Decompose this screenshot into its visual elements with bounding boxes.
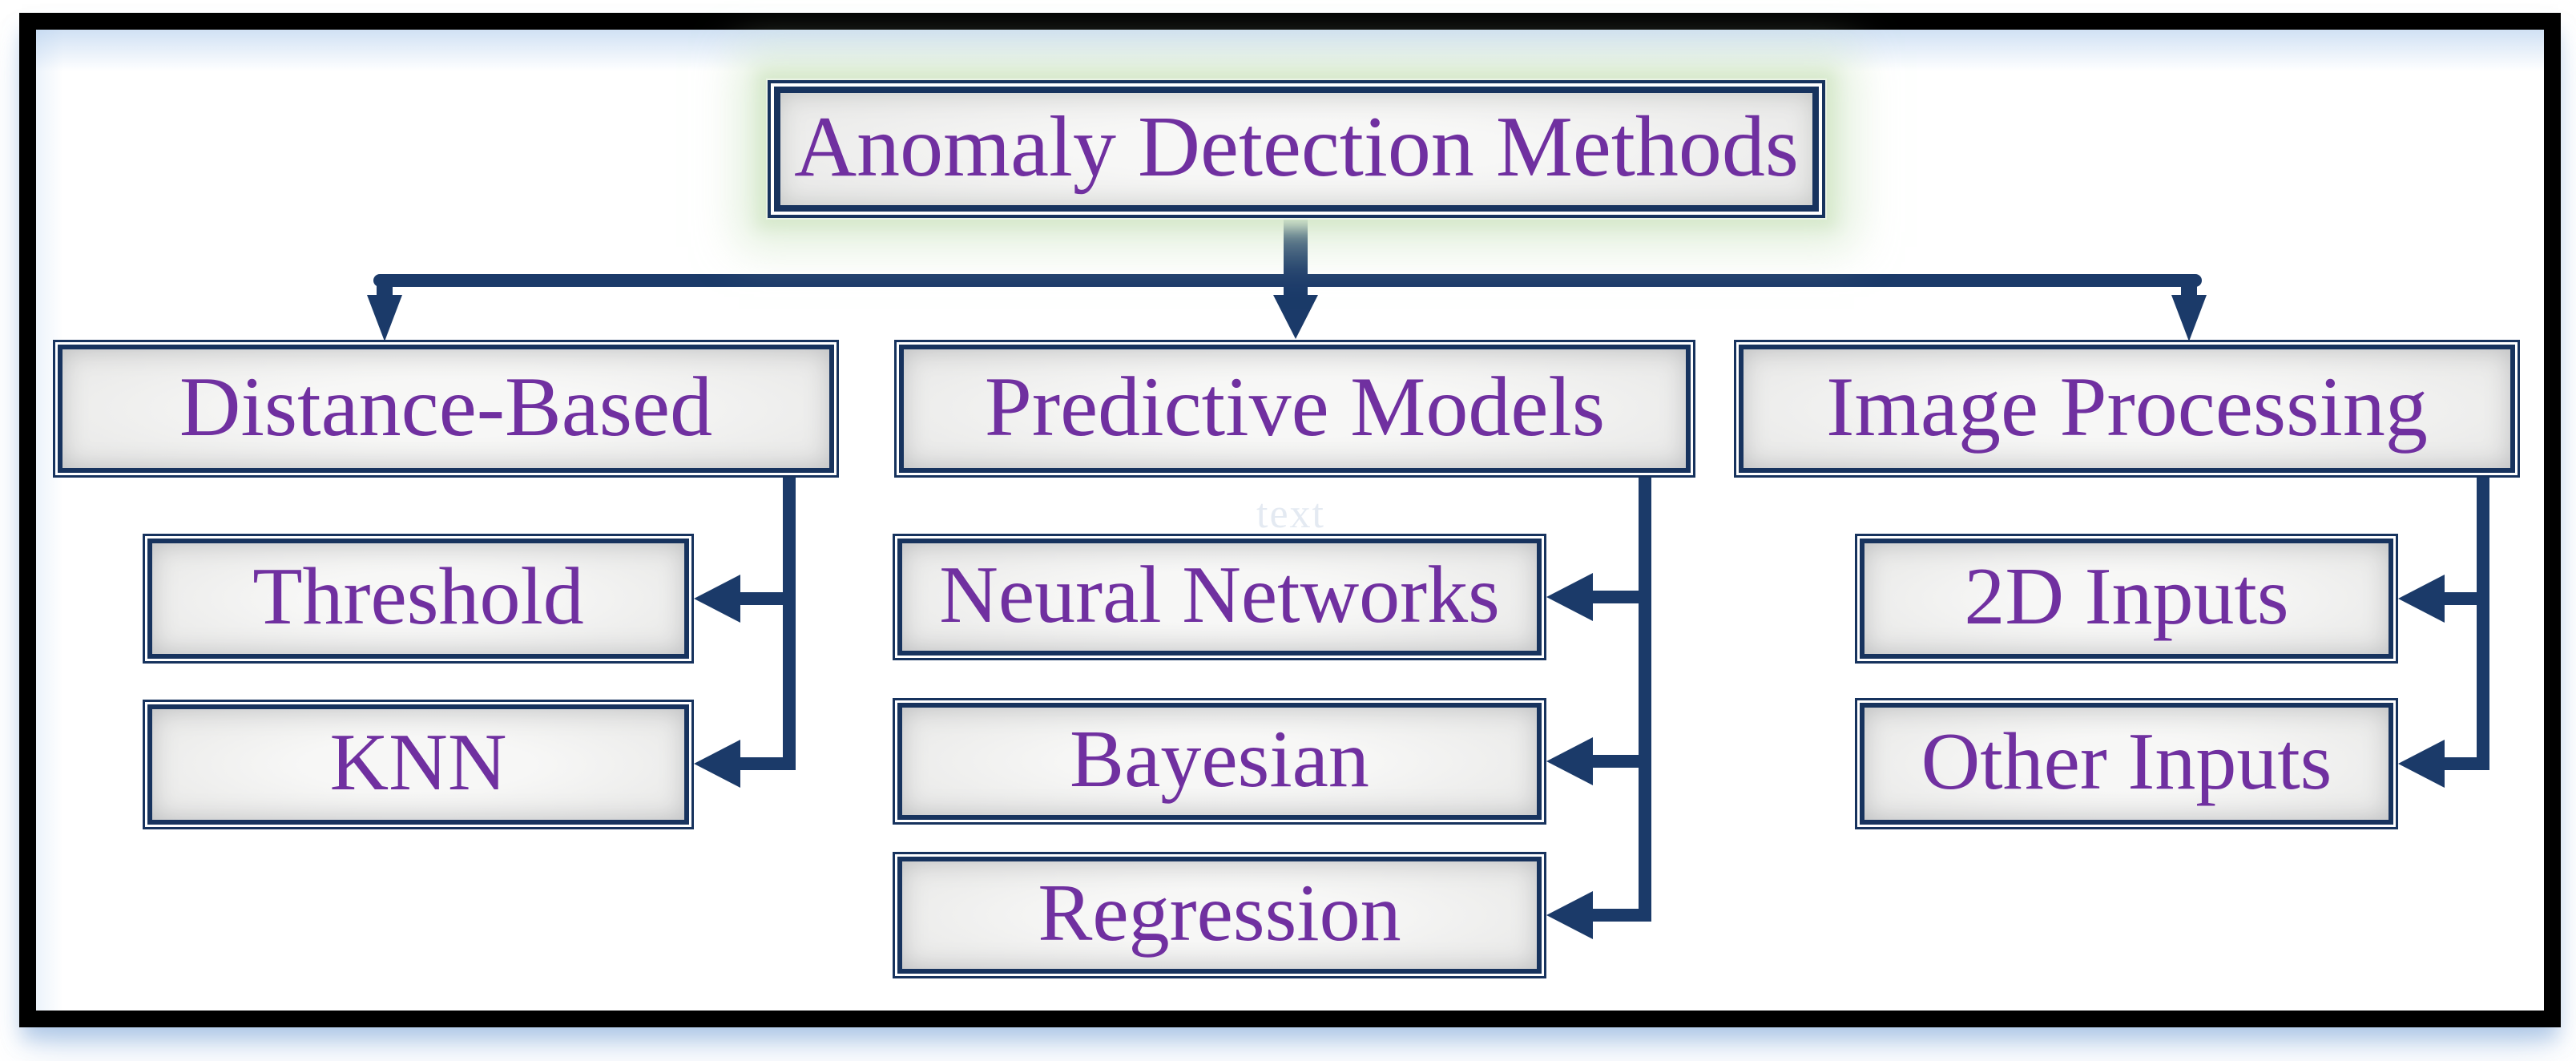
child-node-2d-inputs: 2D Inputs [1855,534,2398,664]
child-node-label: Other Inputs [1921,716,2332,807]
child-node-regression: Regression [893,852,1546,978]
child-node-label: Threshold [252,551,584,642]
child-node-other-inputs: Other Inputs [1855,698,2398,829]
child-node-label: Neural Networks [939,550,1500,640]
branch-node-distance-based: Distance-Based [53,340,839,478]
child-node-knn: KNN [143,700,694,829]
branch-node-label: Distance-Based [179,360,713,454]
branch-node-predictive-models: Predictive Models [894,340,1695,478]
root-node-label: Anomaly Detection Methods [794,99,1799,195]
child-node-label: KNN [329,717,507,808]
branch-node-label: Predictive Models [984,360,1606,454]
child-node-label: Regression [1038,868,1401,958]
child-node-label: Bayesian [1070,714,1369,805]
outer-frame [19,13,2561,1027]
root-node-anomaly-detection-methods: Anomaly Detection Methods [768,80,1825,218]
child-node-neural-networks: Neural Networks [893,534,1546,660]
ghost-text-watermark: text [1256,491,1325,537]
child-node-threshold: Threshold [143,534,694,664]
child-node-label: 2D Inputs [1964,551,2289,642]
branch-node-image-processing: Image Processing [1734,340,2520,478]
child-node-bayesian: Bayesian [893,698,1546,825]
branch-node-label: Image Processing [1826,360,2428,454]
